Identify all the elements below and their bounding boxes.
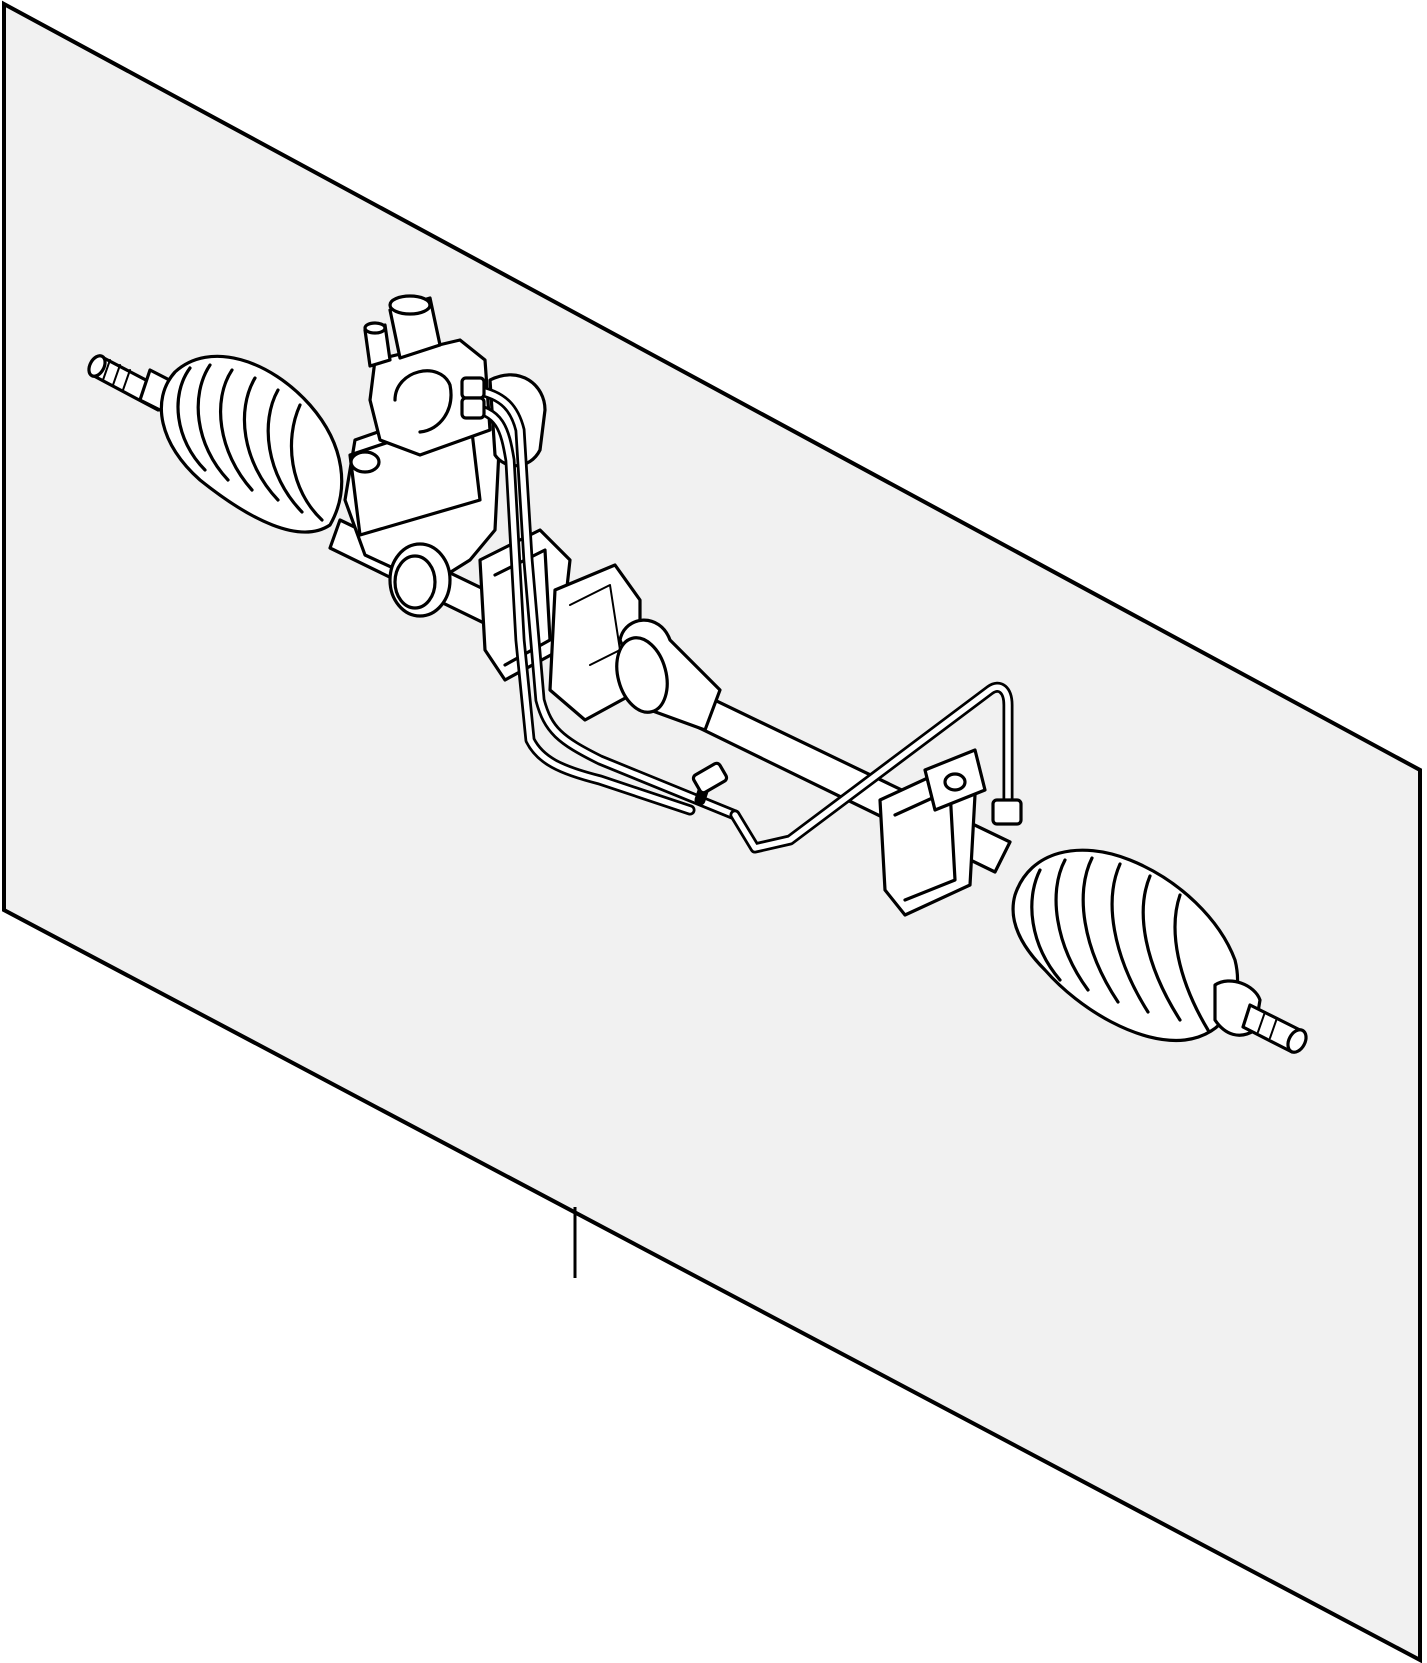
steering-rack-assembly-icon (87, 294, 1308, 1054)
power-cylinder (548, 563, 722, 732)
pinion-valve-housing (343, 294, 547, 618)
right-tie-rod-end (1213, 979, 1308, 1054)
right-mount-bracket (878, 748, 987, 917)
hydraulic-lines (460, 376, 1023, 854)
left-bellows-boot (159, 354, 344, 534)
